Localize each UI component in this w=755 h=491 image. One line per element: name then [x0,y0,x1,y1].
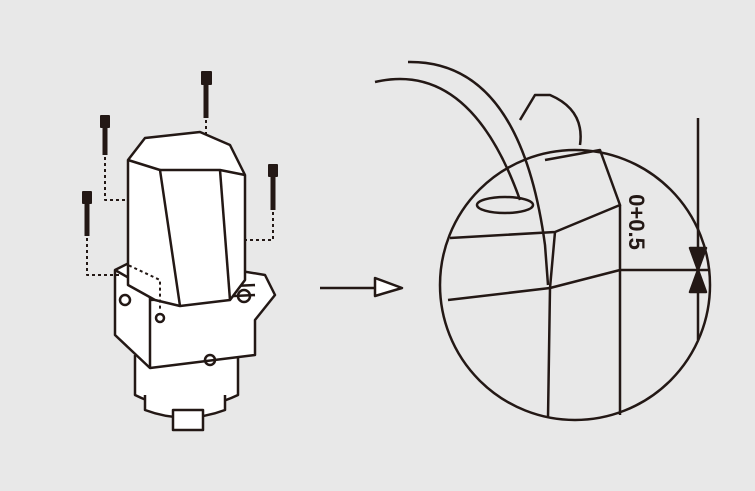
detail-magnifier [374,60,712,422]
screws [82,71,278,236]
screw-guide-lines [86,120,274,310]
tolerance-dimension-label: 0+0.5 [624,194,649,250]
arrow [320,276,404,298]
motor-assembly [113,130,277,432]
